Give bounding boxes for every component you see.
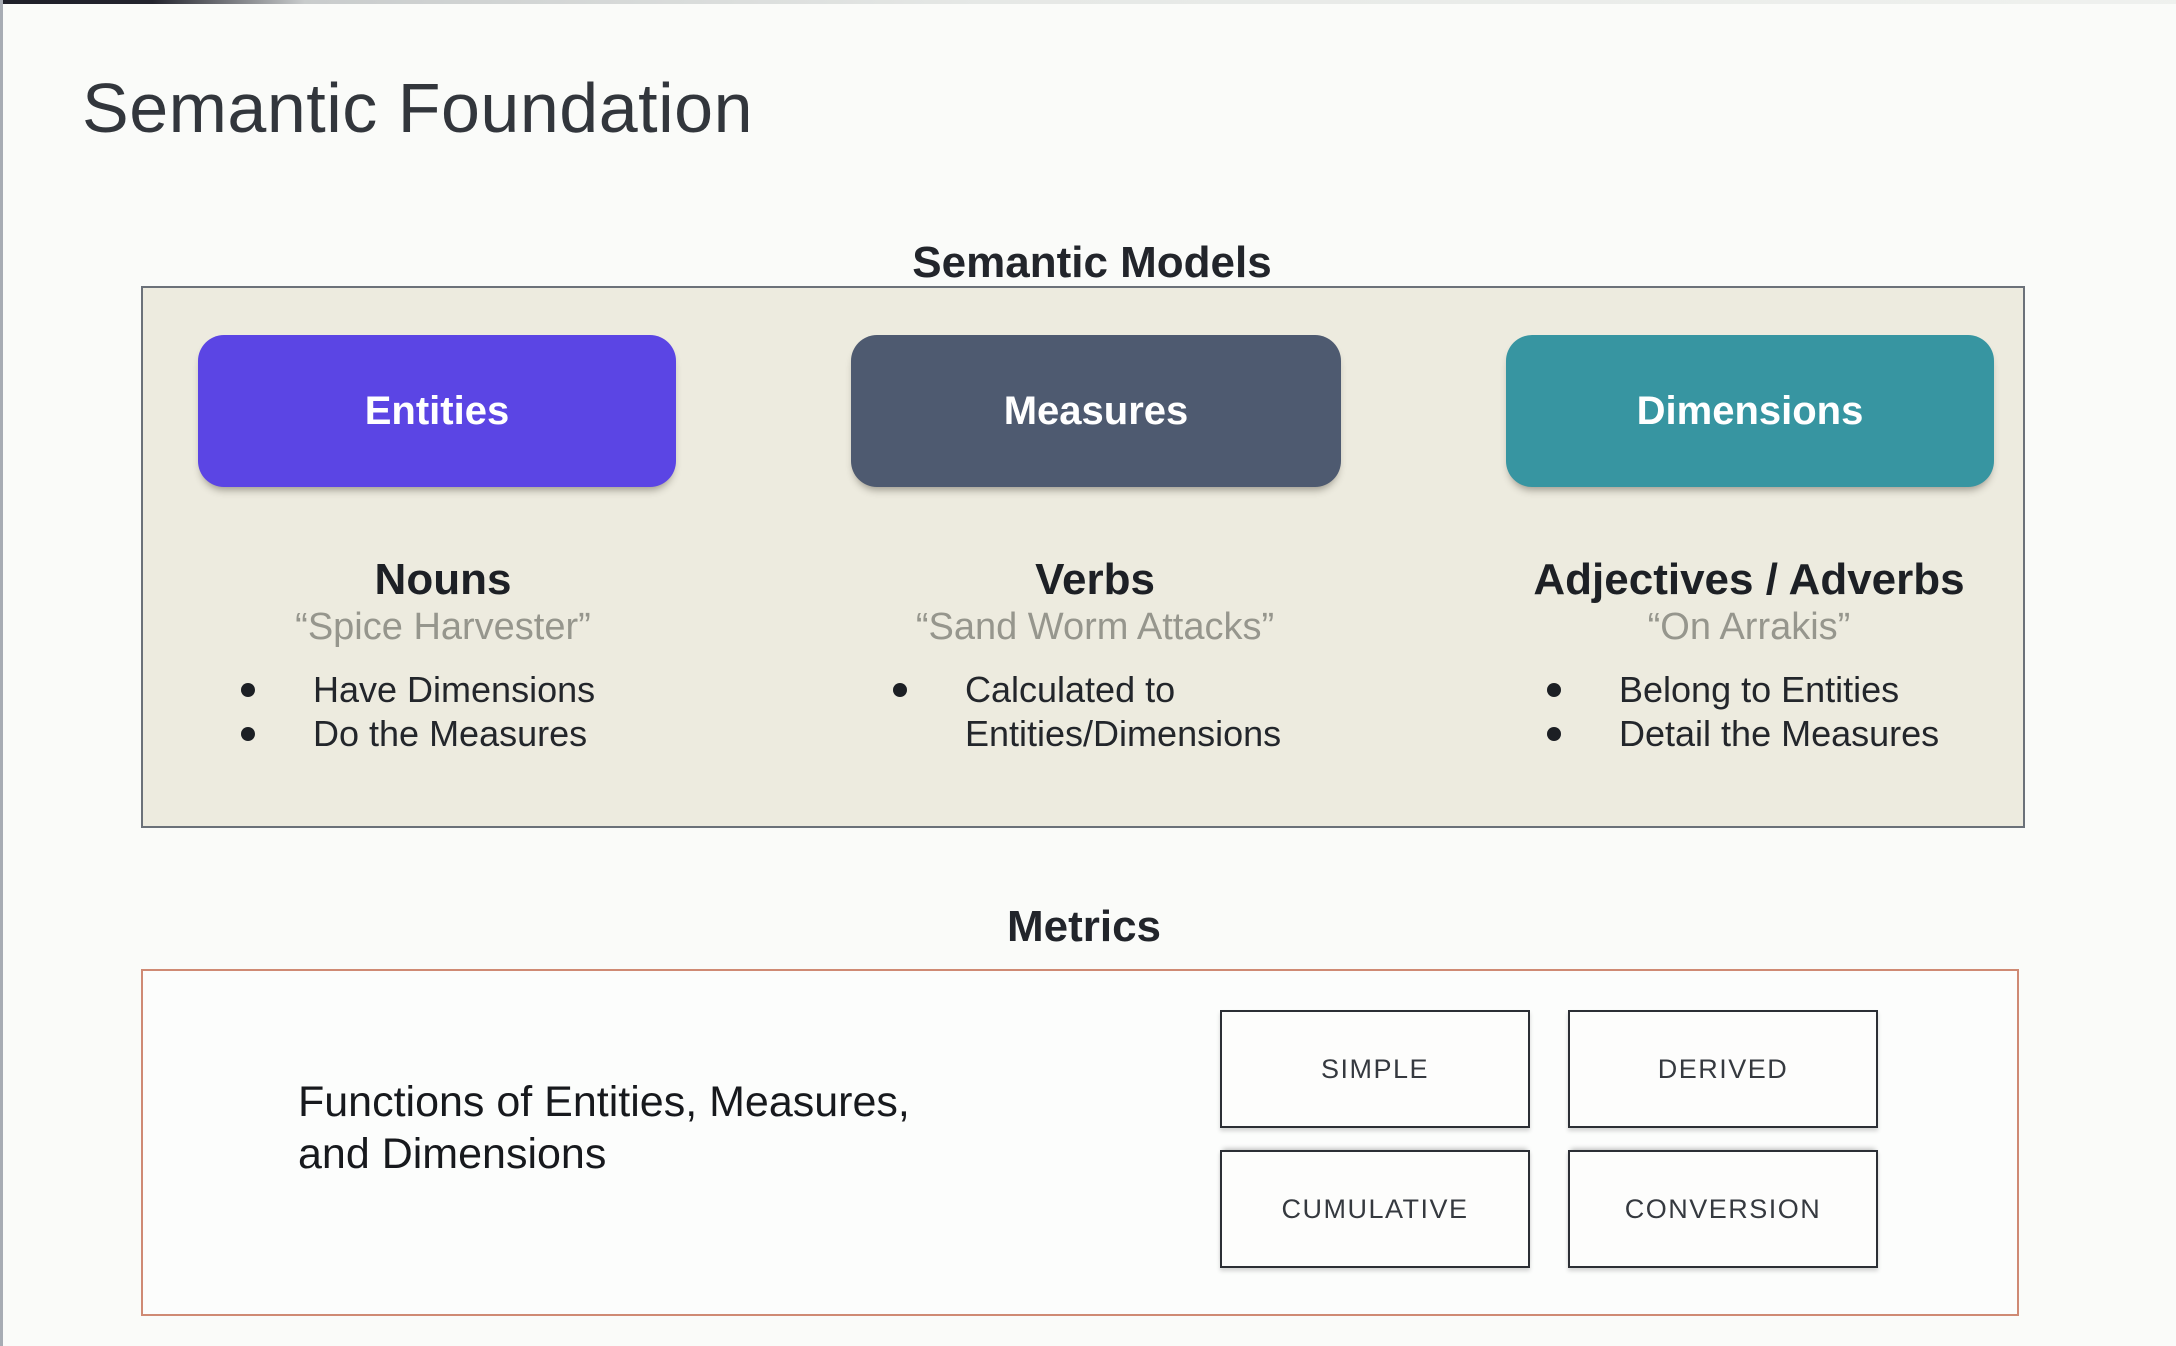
dimensions-info-block: Adjectives / Adverbs “On Arrakis” Belong… [1509,556,1989,756]
top-edge-accent [0,0,2176,4]
entities-example-quote: “Spice Harvester” [295,606,591,648]
dimensions-pill: Dimensions [1506,335,1994,487]
semantic-models-heading: Semantic Models [912,238,1272,287]
bullet-item: Have Dimensions [203,668,683,712]
entities-info-block: Nouns “Spice Harvester” Have Dimensions … [203,556,683,756]
metric-type-label: CONVERSION [1624,1193,1822,1224]
dimensions-bullet-list: Belong to Entities Detail the Measures [1509,668,1989,756]
measures-bullet-list: Calculated to Entities/Dimensions [855,668,1335,756]
metric-type-label: DERIVED [1657,1053,1789,1084]
dimensions-pill-label: Dimensions [1636,388,1864,433]
page-title: Semantic Foundation [82,69,754,147]
entities-word-class: Nouns [374,555,512,604]
metric-type-label: CUMULATIVE [1281,1193,1469,1224]
metric-type-box-conversion: CONVERSION [1568,1150,1878,1268]
metric-type-box-cumulative: CUMULATIVE [1220,1150,1530,1268]
bullet-dot-icon [241,683,255,697]
measures-info-block: Verbs “Sand Worm Attacks” Calculated to … [855,556,1335,756]
bullet-text: Have Dimensions [313,669,596,710]
bullet-text: Belong to Entities [1619,669,1900,710]
measures-pill: Measures [851,335,1341,487]
bullet-item: Calculated to Entities/Dimensions [855,668,1335,756]
measures-pill-label: Measures [1003,388,1189,433]
metric-type-label: SIMPLE [1320,1053,1430,1084]
dimensions-word-class: Adjectives / Adverbs [1533,555,1965,604]
bullet-dot-icon [1547,683,1561,697]
bullet-dot-icon [1547,727,1561,741]
measures-example-quote: “Sand Worm Attacks” [915,606,1275,648]
measures-word-class: Verbs [1035,555,1155,604]
metric-type-box-simple: SIMPLE [1220,1010,1530,1128]
bullet-item: Belong to Entities [1509,668,1989,712]
entities-pill: Entities [198,335,676,487]
dimensions-example-quote: “On Arrakis” [1647,606,1851,648]
bullet-text: Do the Measures [313,713,588,754]
entities-pill-label: Entities [364,388,510,433]
left-edge-accent [0,0,3,1346]
metric-type-box-derived: DERIVED [1568,1010,1878,1128]
metrics-panel: Functions of Entities, Measures, and Dim… [141,969,2019,1316]
bullet-text: Detail the Measures [1619,713,1940,754]
metrics-description: Functions of Entities, Measures, and Dim… [298,1078,910,1178]
bullet-item: Do the Measures [203,712,683,756]
metrics-heading: Metrics [1006,902,1162,951]
semantic-models-panel: Entities Measures Dimensions Nouns “Spic… [141,286,2025,828]
bullet-text: Calculated to Entities/Dimensions [965,669,1282,754]
bullet-item: Detail the Measures [1509,712,1989,756]
entities-bullet-list: Have Dimensions Do the Measures [203,668,683,756]
bullet-dot-icon [241,727,255,741]
bullet-dot-icon [893,683,907,697]
